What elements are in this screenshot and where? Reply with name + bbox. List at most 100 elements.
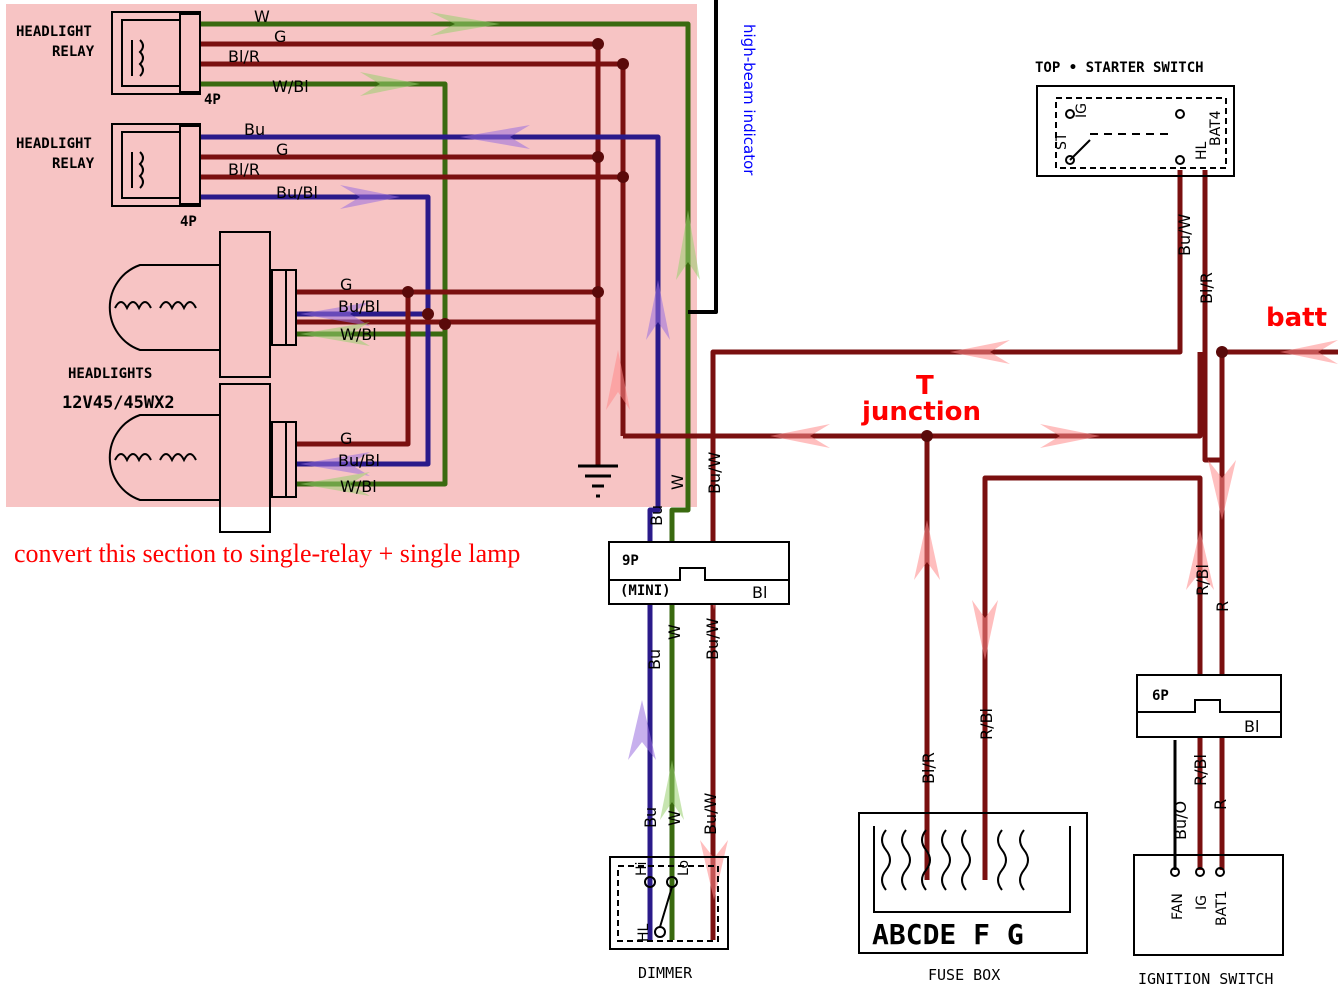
dot-g1 bbox=[592, 38, 604, 50]
switch-blade bbox=[1069, 139, 1091, 161]
arrow-lamp1-bubl bbox=[300, 302, 370, 326]
highlight-region bbox=[6, 4, 697, 507]
arrow-relay2-bubl bbox=[340, 185, 400, 209]
connector-9p-sublabel: (MINI) bbox=[620, 583, 671, 599]
wire-label-relay1-w: W bbox=[254, 7, 270, 26]
wire-label-relay2-bu: Bu bbox=[244, 120, 265, 139]
arrow-lamp2-wbl bbox=[300, 472, 370, 496]
dimmer-switch bbox=[609, 856, 729, 950]
wire-upper-bus bbox=[710, 212, 1183, 940]
relay-1-connector-label: 4P bbox=[204, 92, 221, 108]
arrow-relay2-bu bbox=[460, 125, 530, 149]
ignition-caption: IGNITION SWITCH bbox=[1138, 970, 1273, 988]
annotation-t-junction-1: T bbox=[916, 371, 934, 401]
wire-high-beam bbox=[688, 0, 718, 314]
arrow-relay1-w bbox=[430, 12, 500, 36]
lamp-2-filament bbox=[114, 453, 197, 463]
wire-label-lamp1-bubl: Bu/Bl bbox=[338, 297, 380, 316]
arrow-batt-left bbox=[1280, 340, 1338, 364]
ignition-pin-ig bbox=[1195, 867, 1205, 877]
wire-label-ign-r-1: R bbox=[1213, 601, 1232, 612]
relay-2-coil bbox=[131, 151, 144, 189]
ignition-pin-fan-label: FAN bbox=[1170, 893, 1186, 920]
fuse-box-body bbox=[858, 812, 1088, 954]
arrow-dimmer-down bbox=[700, 840, 728, 900]
ignition-switch bbox=[1133, 854, 1284, 956]
switch-pin-bat4-label: BAT4 bbox=[1208, 110, 1224, 146]
switch-inner bbox=[1055, 97, 1227, 169]
wire-label-ign-rbl-2: R/Bl bbox=[1191, 754, 1210, 786]
lamp-1-filament bbox=[114, 301, 197, 311]
lamp-1-bulb bbox=[108, 264, 220, 351]
ignition-pin-fan bbox=[1170, 867, 1180, 877]
dot-batt bbox=[1216, 346, 1228, 358]
wire-label-v-w-1: W bbox=[668, 474, 687, 490]
connector-9p bbox=[608, 541, 790, 605]
headlights-label-line2: 12V45/45WX2 bbox=[62, 393, 175, 413]
switch-pin-hl bbox=[1175, 155, 1185, 165]
lamp-1-plug bbox=[285, 269, 297, 346]
relay-1-label-line2: RELAY bbox=[52, 44, 95, 60]
arrow-dimmer-w bbox=[660, 760, 684, 820]
wire-label-relay2-bubl: Bu/Bl bbox=[276, 183, 318, 202]
wire-label-v-buw-3: Bu/W bbox=[701, 792, 720, 835]
arrow-lamp1-wbl bbox=[300, 322, 370, 346]
dot-lamp-g bbox=[592, 286, 604, 298]
arrow-fuse-up bbox=[914, 520, 940, 580]
connector-6p-body bbox=[1136, 674, 1282, 738]
switch-pin-bat bbox=[1175, 109, 1185, 119]
wire-switch-blr bbox=[1202, 170, 1225, 463]
wire-label-relay2-blr: Bl/R bbox=[228, 160, 260, 179]
dimmer-pin-hi-label: Hi bbox=[634, 862, 650, 876]
ignition-body bbox=[1133, 854, 1284, 956]
annotation-convert-note: convert this section to single-relay + s… bbox=[14, 539, 520, 568]
annotation-batt: batt bbox=[1266, 303, 1327, 333]
connector-6p-color: Bl bbox=[1244, 717, 1259, 736]
connector-6p-label: 6P bbox=[1152, 688, 1169, 704]
dot-blr1 bbox=[617, 58, 629, 70]
starter-switch-title: TOP • STARTER SWITCH bbox=[1035, 60, 1204, 76]
dimmer-pin-hl bbox=[654, 926, 666, 938]
switch-pin-ig-label: IG bbox=[1074, 103, 1090, 118]
arrow-dimmer-bu bbox=[628, 700, 656, 760]
headlight-lamp-1 bbox=[108, 231, 297, 378]
relay-2-label-line2: RELAY bbox=[52, 156, 95, 172]
wire-label-fuse-rbl: R/Bl bbox=[977, 708, 996, 740]
wire-label-ign-buo: Bu/O bbox=[1171, 801, 1190, 840]
arrow-t-right bbox=[1040, 424, 1100, 448]
headlight-lamp-2 bbox=[108, 383, 297, 533]
dimmer-pin-hi bbox=[644, 876, 656, 888]
wire-label-v-bu-1: Bu bbox=[647, 505, 666, 526]
connector-6p bbox=[1136, 674, 1282, 738]
dimmer-caption: DIMMER bbox=[638, 964, 693, 982]
lamp-2-plug bbox=[285, 421, 297, 498]
ground-symbol bbox=[578, 464, 618, 498]
wire-label-v-buw-2: Bu/W bbox=[703, 617, 722, 660]
fuse-box-caption: FUSE BOX bbox=[928, 966, 1000, 984]
lamp-2-bulb bbox=[108, 414, 220, 501]
switch-body bbox=[1036, 85, 1235, 177]
arrow-red-up bbox=[606, 350, 630, 410]
relay-1 bbox=[111, 11, 201, 95]
ignition-pin-bat bbox=[1215, 867, 1225, 877]
wire-label-relay1-wbl: W/Bl bbox=[272, 77, 309, 96]
relay-2 bbox=[111, 123, 201, 207]
wire-label-lamp1-g: G bbox=[340, 275, 352, 294]
fuse-squiggle-e bbox=[961, 829, 971, 891]
relay-1-coil bbox=[131, 39, 144, 77]
arrow-t-left bbox=[770, 424, 830, 448]
wire-label-relay1-blr: Bl/R bbox=[228, 47, 260, 66]
arrow-lamp2-bubl bbox=[300, 452, 370, 476]
wire-label-relay2-g: G bbox=[276, 140, 288, 159]
ignition-pin-ig-label: IG bbox=[1194, 895, 1210, 910]
wire-lamp2-g bbox=[296, 292, 411, 447]
dimmer-pin-lo-label: Lo bbox=[676, 860, 692, 876]
dot-lamp-g2 bbox=[402, 286, 414, 298]
wire-label-v-w-3: W bbox=[665, 810, 684, 826]
connector-6p-divider bbox=[1137, 699, 1281, 713]
fuse-box-letters: ABCDE F G bbox=[872, 918, 1024, 951]
relay-1-label-line1: HEADLIGHT bbox=[16, 24, 92, 40]
arrow-w-up bbox=[676, 210, 700, 280]
wire-label-v-w-2: W bbox=[665, 624, 684, 640]
